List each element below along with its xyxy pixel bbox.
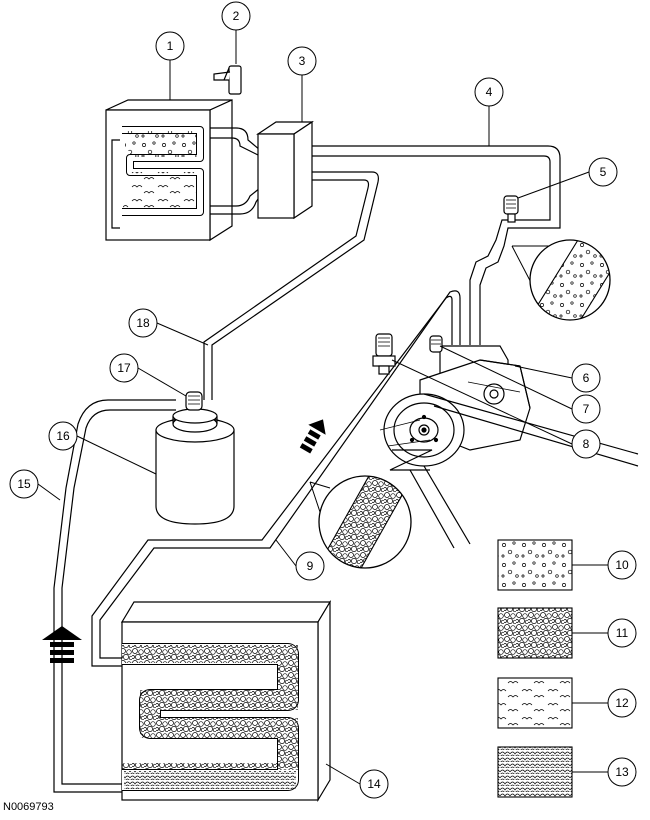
figure-id: N0069793 (3, 801, 54, 813)
svg-text:3: 3 (299, 54, 306, 68)
evap-to-accumulator-line (203, 171, 379, 400)
discharge-line (91, 290, 461, 667)
callout-9: 9 (295, 551, 325, 581)
svg-text:11: 11 (616, 626, 629, 640)
svg-text:8: 8 (583, 437, 590, 451)
callout-15: 15 (9, 469, 39, 499)
discharge-line-magnifier (309, 475, 412, 569)
compressor (379, 345, 639, 549)
flow-arrow-discharge (299, 419, 326, 454)
callouts: 1 2 3 4 5 6 7 8 9 10 11 12 13 14 15 16 1… (9, 1, 637, 799)
refrigerant-lines (53, 145, 561, 793)
leader-lines (37, 30, 610, 785)
callout-11: 11 (607, 618, 637, 648)
legend-high-pressure-vapor (497, 607, 573, 659)
svg-text:1: 1 (167, 39, 174, 53)
svg-text:7: 7 (583, 402, 590, 416)
svg-text:12: 12 (615, 696, 629, 710)
svg-text:15: 15 (17, 477, 31, 491)
callout-7: 7 (571, 394, 601, 424)
svg-text:13: 13 (615, 765, 629, 779)
svg-text:4: 4 (486, 85, 493, 99)
legend (497, 539, 573, 798)
condenser (120, 599, 332, 803)
callout-10: 10 (607, 550, 637, 580)
svg-text:16: 16 (56, 429, 70, 443)
callout-5: 5 (588, 157, 618, 187)
callout-12: 12 (607, 688, 637, 718)
svg-text:6: 6 (583, 371, 590, 385)
callout-18: 18 (128, 308, 158, 338)
expansion-valve (256, 120, 314, 220)
callout-8: 8 (571, 429, 601, 459)
svg-text:10: 10 (615, 558, 629, 572)
low-side-service-port (503, 195, 519, 223)
callout-6: 6 (571, 363, 601, 393)
high-side-service-port (429, 335, 443, 353)
legend-high-pressure-liquid (497, 746, 573, 798)
callout-2: 2 (221, 1, 251, 31)
callout-4: 4 (474, 77, 504, 107)
callout-16: 16 (48, 421, 78, 451)
callout-3: 3 (287, 46, 317, 76)
accumulator-service-port (185, 391, 203, 411)
callout-17: 17 (109, 353, 139, 383)
pressure-switch (372, 333, 396, 375)
liquid-line (53, 399, 176, 793)
temperature-sensor (213, 65, 242, 95)
evaporator (105, 99, 261, 242)
suction-line-magnifier (511, 239, 611, 321)
accumulator (155, 408, 235, 525)
callout-13: 13 (607, 757, 637, 787)
svg-text:5: 5 (600, 165, 607, 179)
svg-text:9: 9 (307, 559, 314, 573)
svg-text:18: 18 (136, 316, 150, 330)
svg-text:17: 17 (117, 361, 131, 375)
svg-text:2: 2 (233, 9, 240, 23)
legend-low-pressure-liquid (497, 677, 573, 729)
suction-line (290, 145, 561, 345)
svg-text:14: 14 (367, 777, 381, 791)
callout-14: 14 (359, 769, 389, 799)
callout-1: 1 (155, 31, 185, 61)
flow-arrow-liquid (42, 626, 82, 663)
legend-low-pressure-vapor (497, 539, 573, 591)
